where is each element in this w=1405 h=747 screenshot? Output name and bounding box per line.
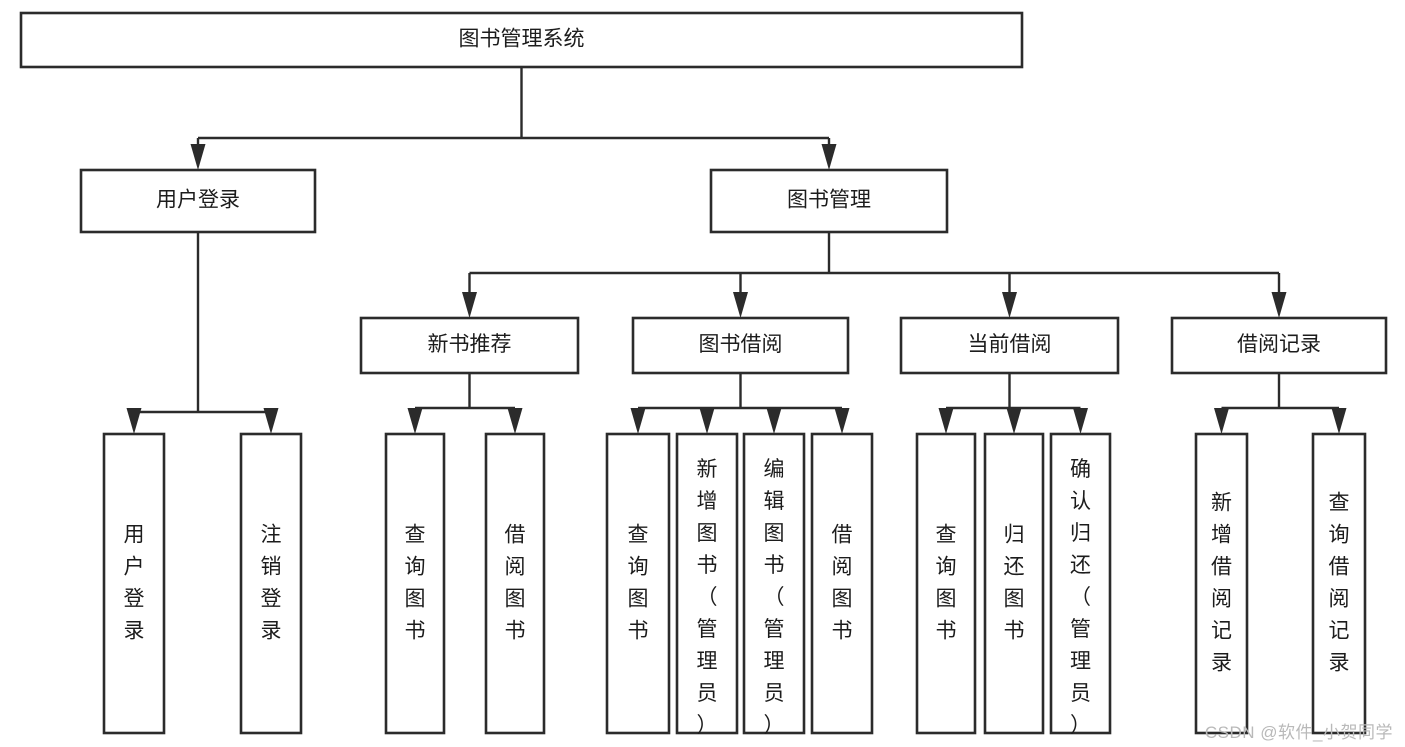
node-box[interactable]	[79, 168, 317, 234]
node-label: 注销登录	[261, 523, 282, 642]
node-box[interactable]	[605, 432, 671, 735]
csdn-watermark: CSDN @软件_小贺同学	[1204, 723, 1393, 742]
arrow-head-icon	[1271, 292, 1287, 318]
node-l12[interactable]: 新增借阅记录	[1194, 432, 1249, 735]
arrow-head-icon	[1002, 292, 1017, 318]
node-box[interactable]	[359, 316, 580, 375]
node-l6[interactable]: 新增图书（管理员）	[675, 432, 739, 737]
node-box[interactable]	[19, 11, 1024, 69]
node-label: 查询图书	[936, 523, 957, 642]
node-box[interactable]	[239, 432, 303, 735]
arrow-head-icon	[821, 144, 837, 170]
node-label: 用户登录	[124, 523, 145, 642]
node-box[interactable]	[742, 432, 806, 735]
node-label: 用户登录	[156, 189, 240, 212]
arrow-head-icon	[938, 408, 954, 434]
node-l3[interactable]: 查询图书	[384, 432, 446, 735]
node-l8[interactable]: 借阅图书	[810, 432, 874, 735]
node-l7[interactable]: 编辑图书（管理员）	[742, 432, 806, 737]
node-box[interactable]	[102, 432, 166, 735]
node-layer: 图书管理系统用户登录图书管理新书推荐图书借阅当前借阅借阅记录用户登录注销登录查询…	[19, 11, 1388, 737]
node-label: 新增借阅记录	[1211, 491, 1232, 674]
node-label: 图书管理	[787, 189, 871, 212]
arrow-head-icon	[407, 408, 423, 434]
node-l11[interactable]: 确认归还（管理员）	[1049, 432, 1112, 737]
connector-group-root	[190, 67, 837, 170]
connector-group-n3b	[630, 373, 850, 434]
arrow-head-icon	[126, 408, 142, 434]
arrow-head-icon	[263, 408, 279, 434]
node-label: 借阅记录	[1237, 333, 1321, 356]
node-l10[interactable]: 归还图书	[983, 432, 1045, 735]
node-n2b[interactable]: 图书管理	[709, 168, 949, 234]
node-box[interactable]	[675, 432, 739, 735]
arrow-head-icon	[462, 292, 477, 318]
node-box[interactable]	[899, 316, 1120, 375]
connector-group-n3c	[938, 373, 1088, 434]
arrow-head-icon	[190, 144, 206, 170]
arrow-head-icon	[1073, 408, 1088, 434]
connector-group-n2a	[126, 232, 279, 434]
node-l13[interactable]: 查询借阅记录	[1311, 432, 1367, 735]
node-box[interactable]	[631, 316, 850, 375]
node-n3c[interactable]: 当前借阅	[899, 316, 1120, 375]
arrow-head-icon	[834, 408, 850, 434]
arrow-head-icon	[1214, 408, 1229, 434]
node-label: 借阅图书	[832, 523, 853, 642]
node-n3b[interactable]: 图书借阅	[631, 316, 850, 375]
node-box[interactable]	[810, 432, 874, 735]
node-label: 查询图书	[628, 523, 649, 642]
node-label: 借阅图书	[505, 523, 526, 642]
node-box[interactable]	[384, 432, 446, 735]
node-n2a[interactable]: 用户登录	[79, 168, 317, 234]
node-box[interactable]	[1170, 316, 1388, 375]
node-l4[interactable]: 借阅图书	[484, 432, 546, 735]
node-box[interactable]	[983, 432, 1045, 735]
node-l5[interactable]: 查询图书	[605, 432, 671, 735]
connector-group-n3a	[407, 373, 523, 434]
node-label: 新书推荐	[428, 333, 512, 356]
node-label: 图书管理系统	[459, 28, 585, 51]
node-label: 确认归还（管理员）	[1070, 458, 1091, 737]
node-box[interactable]	[709, 168, 949, 234]
node-label: 新增图书（管理员）	[697, 458, 718, 737]
node-label: 编辑图书（管理员）	[764, 458, 785, 737]
node-box[interactable]	[1194, 432, 1249, 735]
node-box[interactable]	[484, 432, 546, 735]
node-l9[interactable]: 查询图书	[915, 432, 977, 735]
arrow-head-icon	[1006, 408, 1022, 434]
arrow-head-icon	[699, 408, 715, 434]
node-label: 当前借阅	[968, 333, 1052, 356]
node-l1[interactable]: 用户登录	[102, 432, 166, 735]
connector-layer	[126, 67, 1347, 434]
connector-group-n2b	[462, 232, 1287, 318]
node-label: 查询图书	[405, 523, 426, 642]
node-label: 归还图书	[1004, 523, 1025, 642]
node-root[interactable]: 图书管理系统	[19, 11, 1024, 69]
node-box[interactable]	[1311, 432, 1367, 735]
node-l2[interactable]: 注销登录	[239, 432, 303, 735]
arrow-head-icon	[630, 408, 646, 434]
arrow-head-icon	[733, 292, 748, 318]
arrow-head-icon	[507, 408, 523, 434]
node-n3d[interactable]: 借阅记录	[1170, 316, 1388, 375]
node-label: 图书借阅	[699, 333, 783, 356]
arrow-head-icon	[1331, 408, 1347, 434]
node-label: 查询借阅记录	[1329, 491, 1350, 674]
arrow-head-icon	[766, 408, 782, 434]
node-n3a[interactable]: 新书推荐	[359, 316, 580, 375]
connector-group-n3d	[1214, 373, 1347, 434]
node-box[interactable]	[1049, 432, 1112, 735]
node-box[interactable]	[915, 432, 977, 735]
